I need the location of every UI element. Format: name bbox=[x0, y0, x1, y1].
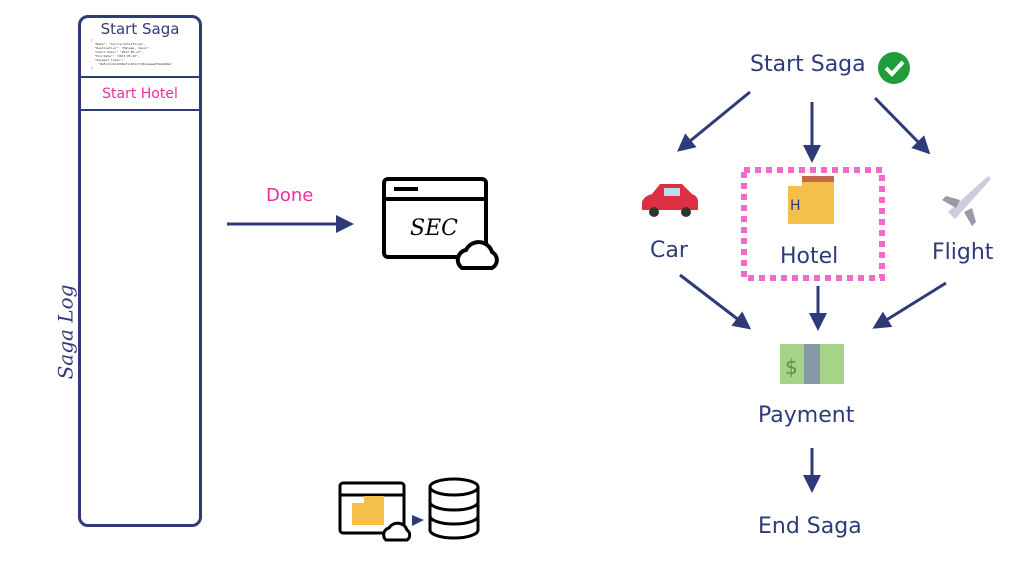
end-saga-node: End Saga bbox=[758, 514, 862, 539]
saga-log-entry-start-hotel: Start Hotel bbox=[102, 86, 178, 102]
saga-log-header: Start Saga bbox=[100, 20, 180, 38]
done-label: Done bbox=[266, 185, 314, 206]
payment-node: Payment bbox=[758, 403, 855, 428]
start-saga-node: Start Saga bbox=[750, 52, 866, 77]
sec-window-icon bbox=[382, 177, 499, 270]
car-icon bbox=[642, 184, 698, 217]
check-icon bbox=[878, 52, 910, 84]
sec-label: SEC bbox=[410, 216, 458, 241]
divider bbox=[81, 76, 199, 78]
car-node: Car bbox=[650, 238, 688, 263]
saga-log-json: { "Name": "Cecile Hoteffling", "Destinat… bbox=[91, 38, 173, 70]
flight-node: Flight bbox=[932, 240, 994, 265]
hotel-icon: H bbox=[788, 176, 834, 224]
svg-text:$: $ bbox=[785, 355, 798, 379]
money-icon: $ bbox=[780, 344, 844, 384]
svg-text:H: H bbox=[790, 198, 801, 214]
airplane-icon bbox=[942, 176, 991, 226]
active-step-highlight bbox=[741, 167, 885, 281]
saga-log: Start Saga { "Name": "Cecile Hoteffling"… bbox=[78, 15, 202, 527]
flow-arrows bbox=[677, 90, 947, 493]
divider bbox=[81, 109, 199, 111]
hotel-database-icon bbox=[338, 477, 480, 542]
hotel-node: Hotel bbox=[780, 244, 839, 269]
